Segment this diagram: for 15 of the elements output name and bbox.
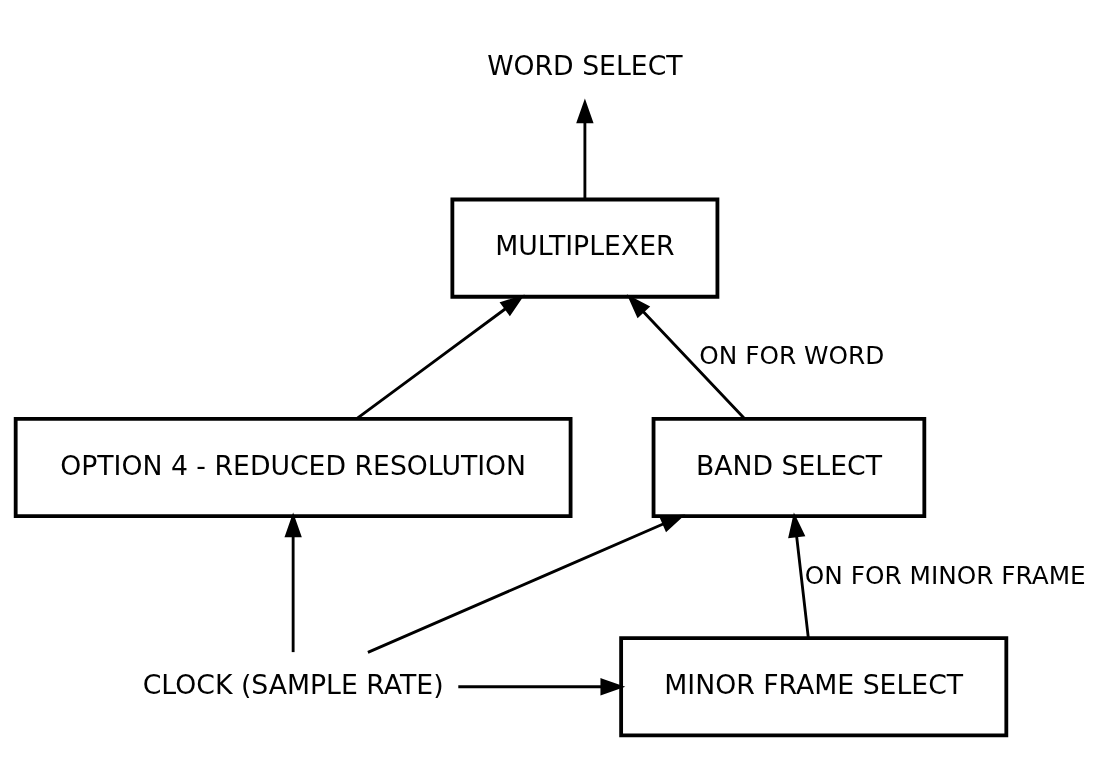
edge-label: ON FOR MINOR FRAME bbox=[804, 560, 1086, 590]
node-text: CLOCK (SAMPLE RATE) bbox=[142, 668, 444, 700]
node-text: WORD SELECT bbox=[487, 50, 683, 82]
edge-label: ON FOR WORD bbox=[699, 341, 885, 371]
arrow bbox=[284, 512, 302, 653]
arrow bbox=[626, 294, 746, 420]
node-box: BAND SELECT bbox=[651, 416, 927, 518]
arrow bbox=[367, 514, 686, 654]
arrow bbox=[355, 294, 525, 420]
arrow bbox=[788, 512, 810, 639]
arrow bbox=[576, 98, 594, 199]
arrow bbox=[458, 678, 626, 696]
node-box: OPTION 4 - REDUCED RESOLUTION bbox=[13, 416, 573, 518]
node-box: MINOR FRAME SELECT bbox=[619, 636, 1009, 738]
node-box: MULTIPLEXER bbox=[450, 197, 720, 299]
